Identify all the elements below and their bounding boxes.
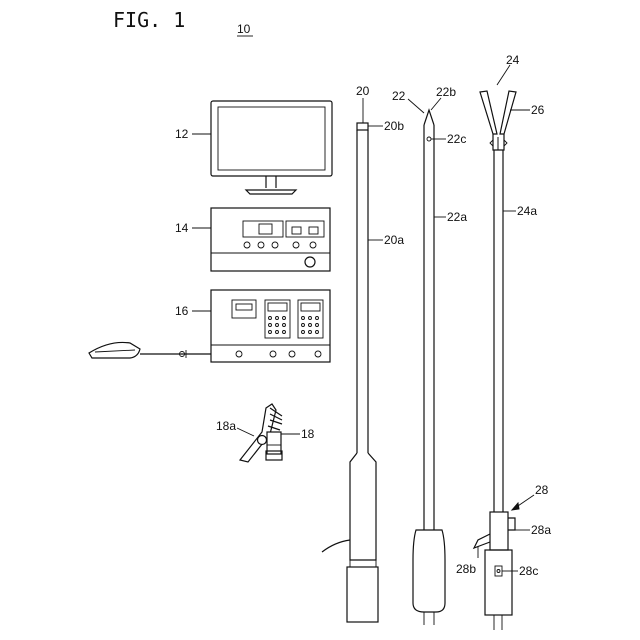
- control-unit-14: [211, 208, 330, 271]
- label-22a: 22a: [447, 210, 467, 224]
- label-28: 28: [535, 483, 549, 497]
- instrument-22: [413, 110, 445, 625]
- instrument-20: [322, 123, 378, 622]
- arrow-28: [512, 503, 519, 510]
- label-20a: 20a: [384, 233, 404, 247]
- leader-22b: [431, 98, 441, 110]
- control-unit-16: [211, 290, 330, 362]
- forceps-24: [474, 91, 516, 630]
- label-22b: 22b: [436, 85, 456, 99]
- label-20b: 20b: [384, 119, 404, 133]
- label-24a: 24a: [517, 204, 537, 218]
- label-24: 24: [506, 53, 520, 67]
- leader-24: [497, 65, 510, 85]
- monitor: [211, 101, 332, 194]
- clip-18: [240, 404, 282, 462]
- label-12: 12: [175, 127, 189, 141]
- label-28a: 28a: [531, 523, 551, 537]
- label-28c: 28c: [519, 564, 538, 578]
- label-18a: 18a: [216, 419, 236, 433]
- label-14: 14: [175, 221, 189, 235]
- figure-title: FIG. 1: [113, 8, 185, 32]
- label-28b: 28b: [456, 562, 476, 576]
- leader-18a: [237, 428, 254, 436]
- foot-switch: [89, 342, 211, 358]
- label-26: 26: [531, 103, 545, 117]
- label-16: 16: [175, 304, 189, 318]
- system-ref-label: 10: [237, 22, 251, 36]
- leader-22: [408, 99, 424, 113]
- label-22: 22: [392, 89, 406, 103]
- label-20: 20: [356, 84, 370, 98]
- label-18: 18: [301, 427, 315, 441]
- label-22c: 22c: [447, 132, 466, 146]
